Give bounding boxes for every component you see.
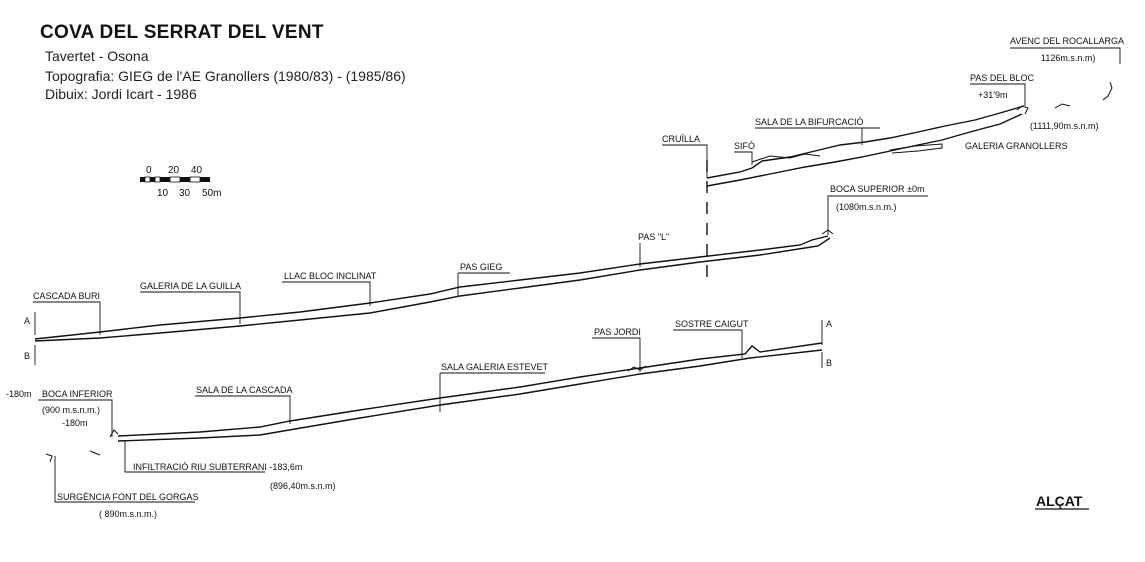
label-galeria-granollers: GALERIA GRANOLLERS <box>965 141 1068 151</box>
label-cruilla: CRUÏLLA <box>662 134 700 144</box>
pas-jordi-leader <box>592 337 641 372</box>
upper-section <box>706 81 1113 278</box>
label-pas-gieg: PAS GIEG <box>460 262 502 272</box>
pas-bloc-chamber <box>1016 105 1029 115</box>
label-surgencia: SURGÈNCIA FONT DEL GORGAS <box>57 492 199 502</box>
label-infiltracio: INFILTRACIÓ RIU SUBTERRANI -183,6m <box>133 462 302 472</box>
label-boca-inferior-altitude: (900 m.s.n.m.) <box>42 405 100 415</box>
label-sala-galeria-estevet: SALA GALERIA ESTEVET <box>441 362 549 372</box>
label-galeria-guilla: GALERIA DE LA GUILLA <box>140 281 241 291</box>
label-pas-bloc-altitude: (1111,90m.s.n.m) <box>1030 121 1099 131</box>
label-pas-l: PAS "L" <box>638 232 669 242</box>
label-boca-inferior: BOCA INFERIOR <box>42 389 113 399</box>
surgencia-leader <box>54 456 195 503</box>
label-pas-jordi: PAS JORDI <box>594 327 641 337</box>
label-boca-superior: BOCA SUPERIOR ±0m <box>830 184 924 194</box>
upper-fragment <box>1054 103 1071 109</box>
sostre-caigut-leader <box>673 329 743 358</box>
scale-segment <box>144 176 151 183</box>
boca-superior-entrance <box>821 229 834 235</box>
scale-tick-0: 0 <box>146 165 152 176</box>
diagram-title: COVA DEL SERRAT DEL VENT <box>40 22 324 43</box>
label-avenc-rocallarga: AVENC DEL ROCALLARGA <box>1010 36 1124 46</box>
pas-bloc-leader <box>970 83 1026 106</box>
lower-section <box>45 320 823 463</box>
scale-segment <box>150 177 155 182</box>
label-boca-inferior-depth: -180m <box>62 418 88 428</box>
cascada-buri-leader <box>33 301 101 335</box>
galeria-guilla-leader <box>140 291 241 324</box>
sala-cascada-leader <box>195 395 291 424</box>
sifo-detail <box>751 153 821 163</box>
label-infiltracio-altitude: (896,40m.s.n.m) <box>270 481 336 491</box>
scale-tick-50: 50m <box>202 188 221 199</box>
scale-segment <box>169 176 181 183</box>
label-section-b-right: B <box>826 358 832 368</box>
label-section-a-left: A <box>24 316 30 326</box>
label-surgencia-altitude: ( 890m.s.n.m.) <box>99 509 157 519</box>
scale-tick-10: 10 <box>157 188 169 199</box>
location-text: Tavertet - Osona <box>45 48 149 64</box>
label-section-a-right: A <box>826 319 832 329</box>
scale-tick-20: 20 <box>168 165 180 176</box>
topography-credit: Topografia: GIEG de l'AE Granollers (198… <box>45 68 406 84</box>
scale-tick-40: 40 <box>191 165 203 176</box>
label-sala-bifurcacio: SALA DE LA BIFURCACIÓ <box>755 117 864 127</box>
infiltracio-leader <box>124 440 265 473</box>
upper-gallery-ceiling <box>706 105 1025 179</box>
llac-bloc-leader <box>282 281 371 306</box>
cruilla-leader <box>662 144 708 178</box>
label-llac-bloc-inclinat: LLAC BLOC INCLINAT <box>284 271 377 281</box>
label-sostre-caigut: SOSTRE CAIGUT <box>675 319 749 329</box>
label-pas-bloc: PAS DEL BLOC <box>970 73 1035 83</box>
label-depth-left: -180m <box>6 389 32 399</box>
scale-bar: 0 20 40 10 30 50m <box>140 165 221 199</box>
middle-gallery-ceiling <box>34 235 829 340</box>
scale-segment <box>189 176 201 183</box>
scale-tick-30: 30 <box>179 188 191 199</box>
scale-segment <box>160 177 170 182</box>
label-view-alcat: ALÇAT <box>1036 493 1083 509</box>
surgencia-spring <box>45 453 53 463</box>
middle-gallery-floor <box>34 237 831 342</box>
drawing-credit: Dibuix: Jordi Icart - 1986 <box>45 86 197 102</box>
label-cascada-buri: CASCADA BURI <box>33 291 100 301</box>
labels: AVENC DEL ROCALLARGA 1126m.s.n.m) PAS DE… <box>6 36 1124 519</box>
middle-section <box>34 229 834 365</box>
label-pas-bloc-depth: +31'9m <box>978 90 1008 100</box>
scale-segment <box>180 177 190 182</box>
leader-lines <box>33 47 1121 510</box>
scale-segment <box>154 176 161 183</box>
lower-gallery-floor <box>117 349 823 442</box>
label-boca-superior-altitude: (1080m.s.n.m.) <box>836 202 897 212</box>
galeria-granollers-branch <box>889 143 943 154</box>
boca-inferior-leader <box>38 399 113 437</box>
sifo-leader <box>734 151 753 165</box>
pas-jordi-detail <box>627 365 647 372</box>
avenc-leader <box>1010 47 1121 64</box>
label-sifo: SIFÓ <box>734 141 755 151</box>
avenc-shaft <box>1102 81 1113 101</box>
label-section-b-left: B <box>24 351 30 361</box>
lower-fragment <box>89 450 101 456</box>
boca-superior-leader <box>827 195 928 235</box>
boca-inferior-entrance <box>109 429 119 438</box>
upper-gallery-floor <box>706 113 1023 187</box>
lower-gallery-ceiling <box>117 342 823 437</box>
scale-segment <box>200 177 210 182</box>
label-sala-cascada: SALA DE LA CASCADA <box>196 385 293 395</box>
label-avenc-altitude: 1126m.s.n.m) <box>1041 53 1095 63</box>
scale-segment <box>140 177 145 182</box>
